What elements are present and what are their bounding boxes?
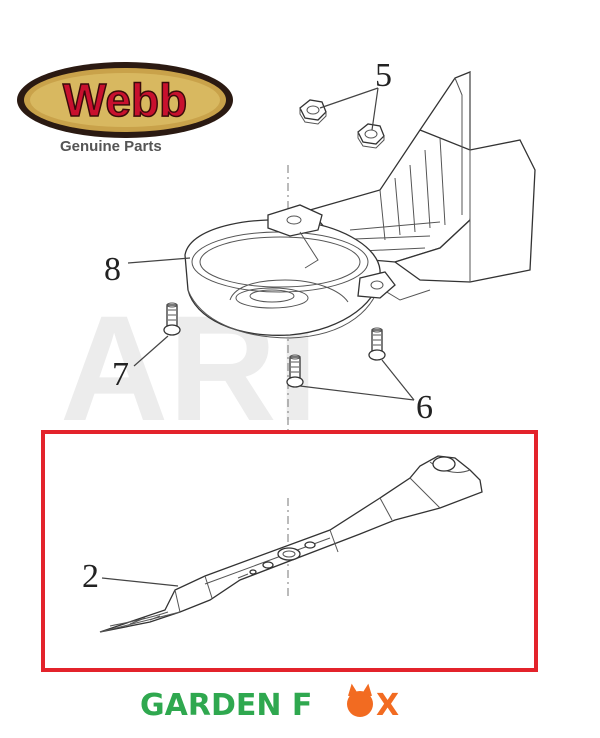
highlight-box: [41, 430, 538, 672]
callout-6: 6: [416, 389, 433, 426]
webb-logo-tagline: Genuine Parts: [60, 138, 162, 155]
leader-6b: [381, 359, 415, 401]
mower-blade: [99, 455, 483, 633]
gardenfox-fox-icon: [347, 691, 373, 717]
gardenfox-text-right: X: [376, 688, 399, 723]
callout-8: 8: [104, 251, 121, 288]
nut-upper: [299, 99, 327, 125]
webb-logo: Webb Genuine Parts: [17, 62, 233, 155]
gardenfox-text-left: GARDEN F: [140, 688, 312, 723]
bolt-center: [286, 354, 304, 388]
blade-adaptor: [184, 204, 396, 339]
leader-5b: [371, 87, 379, 131]
callout-2: 2: [82, 558, 99, 595]
bolt-right: [368, 327, 386, 361]
leader-6a: [299, 385, 415, 401]
leader-5a: [319, 87, 379, 109]
gardenfox-fox-ears-icon: [348, 683, 372, 697]
leader-7: [133, 335, 169, 367]
callout-5: 5: [375, 57, 392, 94]
leader-8: [127, 257, 191, 264]
bolt-left: [163, 302, 181, 336]
webb-logo-brand: Webb: [63, 74, 187, 126]
callout-7: 7: [112, 356, 129, 393]
nut-lower: [357, 123, 385, 149]
gardenfox-logo: GARDEN F O X: [140, 683, 399, 723]
leader-2: [101, 577, 179, 587]
